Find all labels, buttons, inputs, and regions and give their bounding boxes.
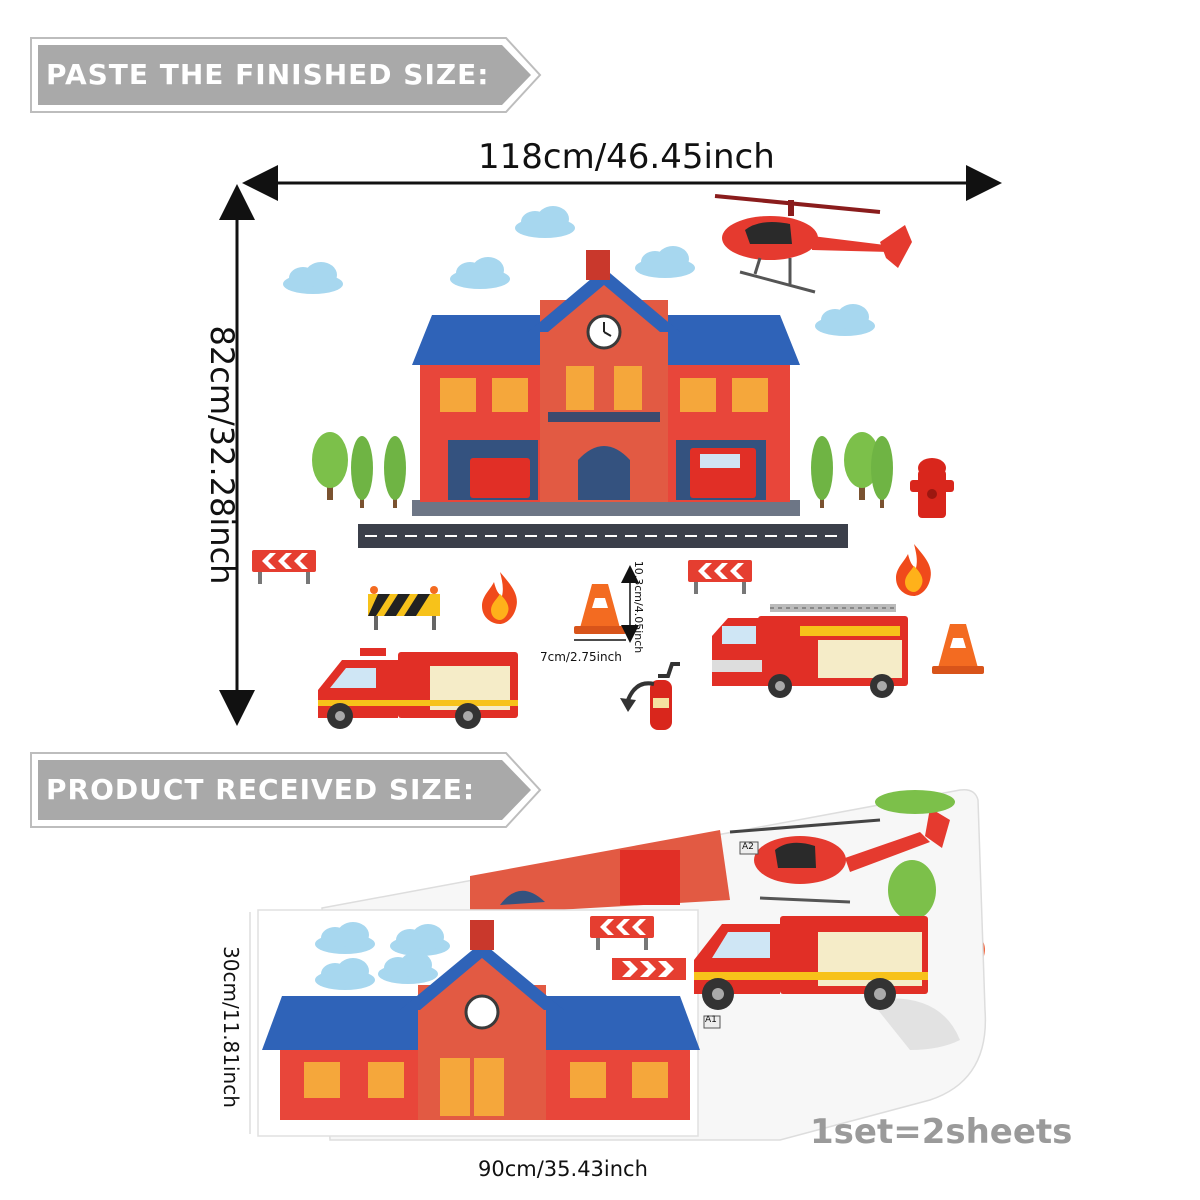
barrier-icon: [368, 586, 440, 630]
finished-height-label: 82cm/32.28inch: [203, 325, 241, 585]
sheet-curl: [870, 998, 960, 1050]
banner-arrow-shape: [30, 752, 542, 828]
barrier-icon: [252, 550, 316, 584]
sheet-tag-a1: A1: [705, 1015, 717, 1025]
tree-icon: [871, 436, 893, 508]
cloud-icon: [450, 257, 510, 289]
barrier-icon: [612, 958, 686, 980]
cloud-icon: [283, 262, 343, 294]
cloud-icon: [635, 246, 695, 278]
fire-extinguisher-icon: [620, 662, 680, 730]
tree-icon: [312, 432, 348, 500]
received-width-label: 90cm/35.43inch: [478, 1157, 648, 1181]
cone-width-label: 7cm/2.75inch: [540, 650, 622, 664]
cone-height-label: 10.3cm/4.05inch: [632, 560, 645, 654]
flame-icon: [482, 572, 517, 624]
fire-truck-icon: [318, 648, 518, 729]
fire-station-icon: [358, 250, 848, 548]
back-sheet-print: [470, 790, 955, 1029]
helicopter-icon: [714, 194, 912, 294]
received-size-title: PRODUCT RECEIVED SIZE:: [46, 773, 476, 806]
cloud-icon: [815, 304, 875, 336]
finished-size-title: PASTE THE FINISHED SIZE:: [46, 58, 490, 91]
tree-icon: [811, 436, 833, 508]
finished-size-banner: PASTE THE FINISHED SIZE:: [28, 35, 543, 115]
finished-width-label: 118cm/46.45inch: [478, 137, 775, 177]
sheet-tag-a2: A2: [742, 842, 754, 852]
cloud-icon: [515, 206, 575, 238]
barrier-icon: [688, 560, 752, 594]
traffic-cone-icon: [932, 624, 984, 674]
tree-icon: [351, 436, 373, 508]
banner-arrow-shape: [30, 37, 542, 113]
traffic-cone-icon: [574, 584, 626, 634]
ladder-truck-icon: [712, 604, 908, 698]
received-height-label: 30cm/11.81inch: [219, 946, 243, 1108]
fire-hydrant-icon: [910, 458, 954, 518]
received-size-banner: PRODUCT RECEIVED SIZE:: [28, 750, 543, 830]
fire-truck-icon: [694, 916, 928, 1010]
front-sheet-print: [262, 920, 700, 1120]
flame-icon: [896, 544, 931, 596]
set-note: 1set=2sheets: [810, 1112, 1073, 1152]
tree-icon: [384, 436, 406, 508]
